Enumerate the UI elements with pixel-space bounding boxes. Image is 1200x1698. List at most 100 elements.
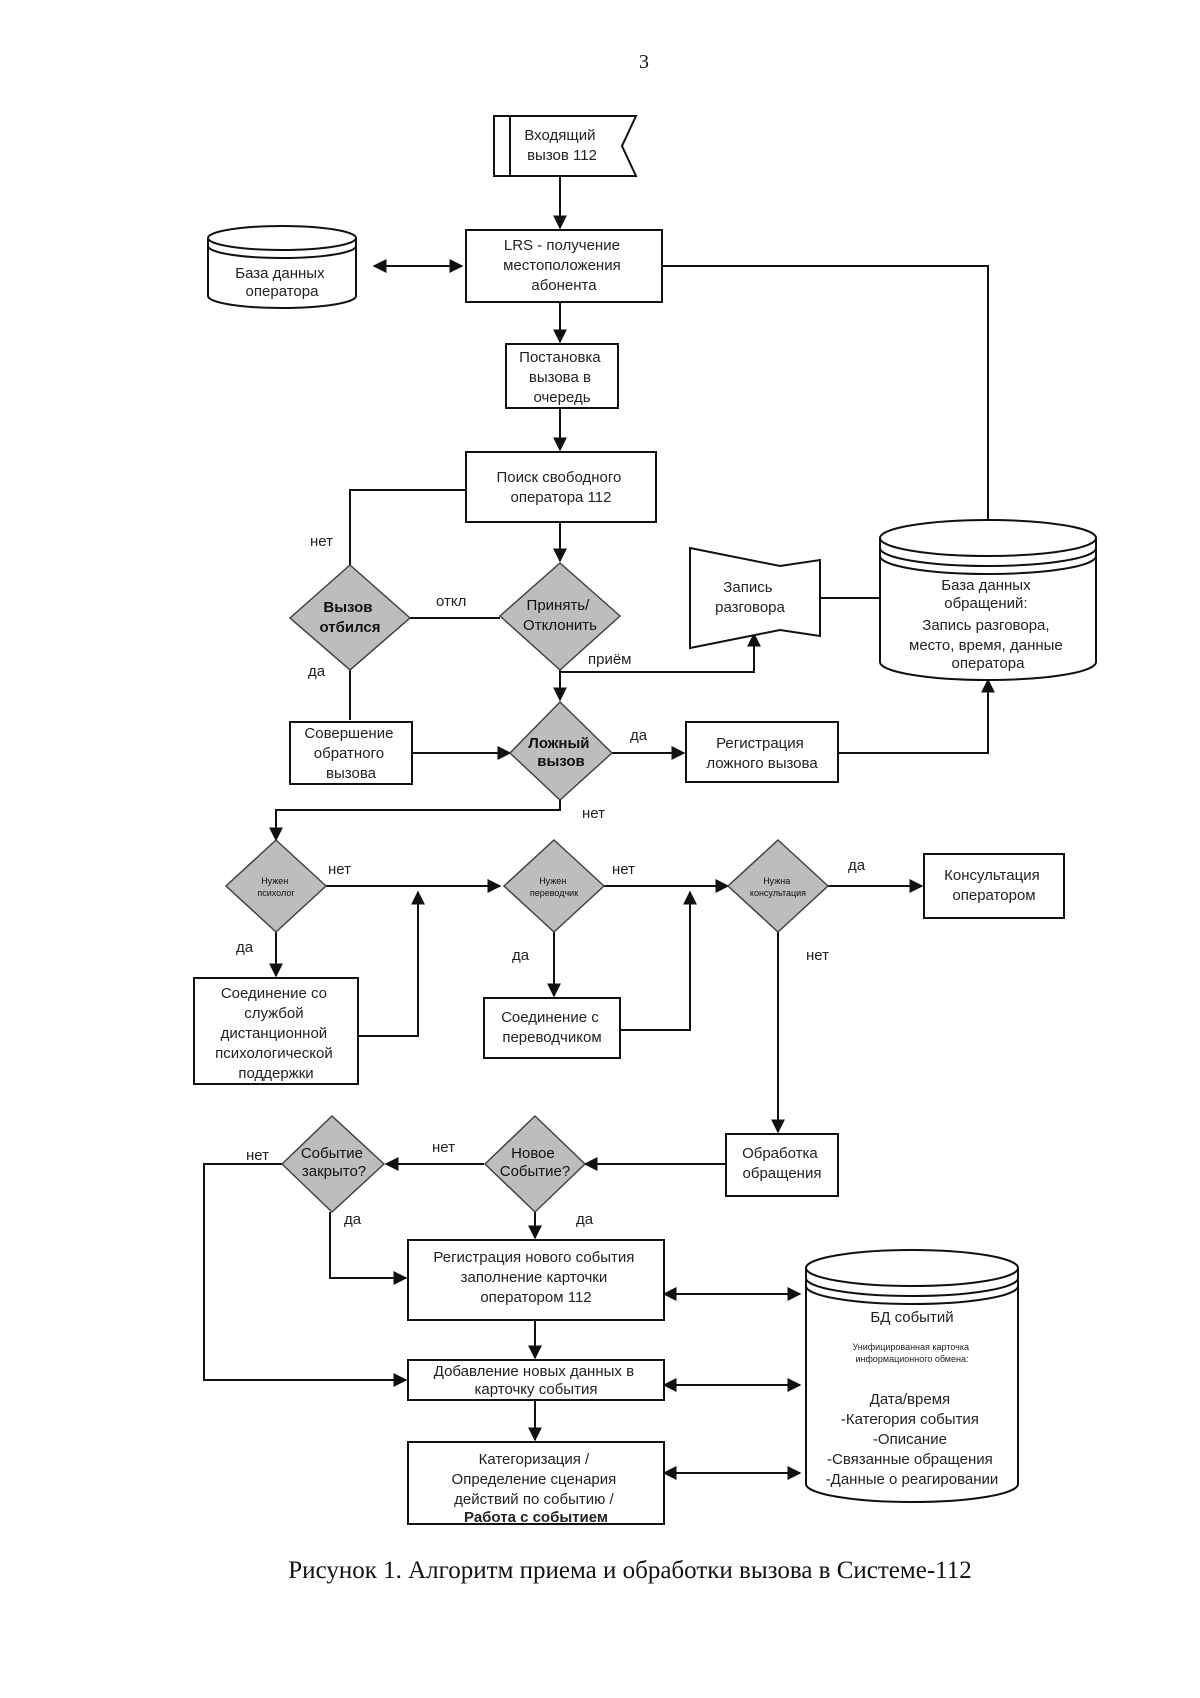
node-line: -Описание bbox=[873, 1431, 947, 1448]
svg-text:LRS - получение местопо: LRS - получение местоположения абонента bbox=[503, 237, 625, 294]
svg-text:База данных оператора: База данных оператора bbox=[235, 265, 329, 300]
node-line: обращения bbox=[743, 1165, 822, 1182]
svg-text:Унифицированная карточка: Унифицированная карточка информационного… bbox=[852, 1342, 971, 1364]
node-line: Отклонить bbox=[523, 617, 597, 634]
svg-text:Соединение с переводчико: Соединение с переводчиком bbox=[501, 1009, 603, 1046]
edge-label-yes-dropped: да bbox=[308, 663, 326, 680]
node-line: Дата/время bbox=[870, 1391, 950, 1408]
node-line: -Данные о реагировании bbox=[826, 1471, 999, 1488]
node-line: оператора bbox=[952, 655, 1026, 672]
node-lrs: LRS - получение местоположения абонента bbox=[465, 229, 663, 303]
node-operator-consultation: Консультация оператором bbox=[923, 853, 1065, 919]
edge-label-reject: откл bbox=[436, 593, 466, 610]
svg-text:Регистрация нового события: Регистрация нового события заполнение ка… bbox=[433, 1249, 638, 1306]
svg-text:Запись разговора: Запись разговора bbox=[715, 579, 785, 616]
node-new-event-registration: Регистрация нового события заполнение ка… bbox=[407, 1239, 665, 1321]
node-line: оператором 112 bbox=[480, 1289, 591, 1306]
svg-text:Ложный вызов: Ложный вызов bbox=[528, 735, 593, 770]
svg-text:БД событий: БД событий bbox=[870, 1309, 953, 1326]
node-find-operator: Поиск свободного оператора 112 bbox=[465, 451, 657, 523]
node-line: службой bbox=[244, 1005, 303, 1022]
edge-label-no-false: нет bbox=[582, 805, 605, 822]
edge-label-yes-psych: да bbox=[236, 939, 254, 956]
connector-lrs-appeals-db bbox=[662, 265, 989, 520]
node-line: Нужна bbox=[763, 876, 790, 886]
node-line: Обработка bbox=[742, 1145, 818, 1162]
node-psych-service: Соединение со службой дистанционной псих… bbox=[193, 977, 359, 1085]
edge-label-accept: приём bbox=[588, 651, 632, 668]
node-line: психологической bbox=[215, 1045, 333, 1062]
node-queue: Постановка вызова в очередь bbox=[505, 343, 619, 409]
node-incoming-call: Входящий вызов 112 bbox=[493, 115, 638, 177]
node-line: обратного bbox=[314, 745, 384, 762]
figure-caption: Рисунок 1. Алгоритм приема и обработки в… bbox=[288, 1557, 971, 1584]
node-categorization: Категоризация / Определение сценария дей… bbox=[407, 1441, 665, 1526]
node-false-call-registration: Регистрация ложного вызова bbox=[685, 721, 839, 783]
svg-text:Событие закрыто?: Событие закрыто? bbox=[301, 1145, 367, 1180]
node-line: База данных bbox=[235, 265, 325, 282]
node-line: Постановка bbox=[519, 349, 601, 366]
node-event-closed: Событие закрыто? bbox=[280, 1114, 386, 1214]
svg-text:Консультация оператором: Консультация оператором bbox=[944, 867, 1044, 904]
node-line: вызова в bbox=[529, 369, 591, 386]
node-line: Регистрация bbox=[716, 735, 804, 752]
edge-label-yes-false: да bbox=[630, 727, 648, 744]
node-call-dropped: Вызов отбился bbox=[288, 563, 412, 671]
node-line: Принять/ bbox=[527, 597, 591, 614]
svg-text:База данных обращений:: База данных обращений: Запись разговора,… bbox=[909, 577, 1067, 672]
node-line: заполнение карточки bbox=[461, 1269, 608, 1286]
svg-text:Добавление новых данных в: Добавление новых данных в карточку событ… bbox=[434, 1363, 638, 1398]
connector-closed-reg bbox=[329, 1212, 408, 1285]
node-line: Работа с событием bbox=[464, 1509, 608, 1526]
node-need-consult: Нужна консультация bbox=[726, 838, 830, 934]
node-line: -Связанные обращения bbox=[827, 1451, 993, 1468]
node-line: действий по событию / bbox=[454, 1491, 614, 1508]
node-line: Вызов bbox=[323, 599, 372, 616]
node-appeal-processing: Обработка обращения bbox=[725, 1133, 839, 1197]
node-line: LRS - получение bbox=[504, 237, 620, 254]
node-new-event: Новое Событие? bbox=[483, 1114, 587, 1214]
node-line: Событие? bbox=[500, 1163, 570, 1180]
svg-text:Нужен переводчик: Нужен переводчик bbox=[530, 876, 578, 898]
svg-text:Поиск свободного операто: Поиск свободного оператора 112 bbox=[496, 469, 625, 506]
node-line: -Категория события bbox=[841, 1411, 979, 1428]
node-add-event-data: Добавление новых данных в карточку событ… bbox=[407, 1359, 665, 1401]
node-line: информационного обмена: bbox=[856, 1354, 969, 1364]
node-line: Новое bbox=[511, 1145, 555, 1162]
svg-text:Принять/ Отклонить: Принять/ Отклонить bbox=[523, 597, 597, 634]
edge-label-no-consult: нет bbox=[806, 947, 829, 964]
svg-text:Соединение со службой: Соединение со службой дистанционной псих… bbox=[215, 985, 337, 1082]
svg-text:Регистрация ложного вызо: Регистрация ложного вызова bbox=[706, 735, 818, 772]
edge-labels: нет да откл приём да нет нет да нет да д… bbox=[236, 533, 866, 1228]
node-accept-reject: Принять/ Отклонить bbox=[498, 561, 622, 672]
edge-label-no-psych: нет bbox=[328, 861, 351, 878]
edge-label-yes-consult: да bbox=[848, 857, 866, 874]
node-line: карточку события bbox=[475, 1381, 598, 1398]
node-line: ложного вызова bbox=[706, 755, 818, 772]
node-line: Определение сценария bbox=[452, 1471, 617, 1488]
node-need-psych: Нужен психолог bbox=[224, 838, 328, 934]
node-events-db: БД событий Унифицированная карточка инфо… bbox=[805, 1249, 1019, 1503]
connectors bbox=[203, 176, 995, 1480]
edge-label-yes-event-closed: да bbox=[344, 1211, 362, 1228]
node-line: Категоризация / bbox=[479, 1451, 590, 1468]
connector-accept-record bbox=[560, 632, 761, 673]
node-line: Унифицированная карточка bbox=[852, 1342, 969, 1352]
node-line: Совершение bbox=[304, 725, 393, 742]
svg-text:Обработка обращения: Обработка обращения bbox=[742, 1145, 822, 1182]
connector-service-merge bbox=[358, 890, 425, 1037]
svg-text:Входящий вызов 112: Входящий вызов 112 bbox=[524, 127, 599, 164]
connector-conn-merge bbox=[620, 890, 697, 1031]
node-line: оператора 112 bbox=[511, 489, 612, 506]
node-line: Поиск свободного bbox=[496, 469, 621, 486]
node-line: Запись bbox=[723, 579, 772, 596]
node-line: Входящий bbox=[524, 127, 595, 144]
node-line: Соединение с bbox=[501, 1009, 599, 1026]
node-line: Ложный bbox=[528, 735, 589, 752]
edge-label-yes-new-event: да bbox=[576, 1211, 594, 1228]
node-need-translator: Нужен переводчик bbox=[502, 838, 606, 934]
node-line: Регистрация нового события bbox=[433, 1249, 634, 1266]
node-line: База данных bbox=[941, 577, 1031, 594]
node-translator-connection: Соединение с переводчиком bbox=[483, 997, 621, 1059]
